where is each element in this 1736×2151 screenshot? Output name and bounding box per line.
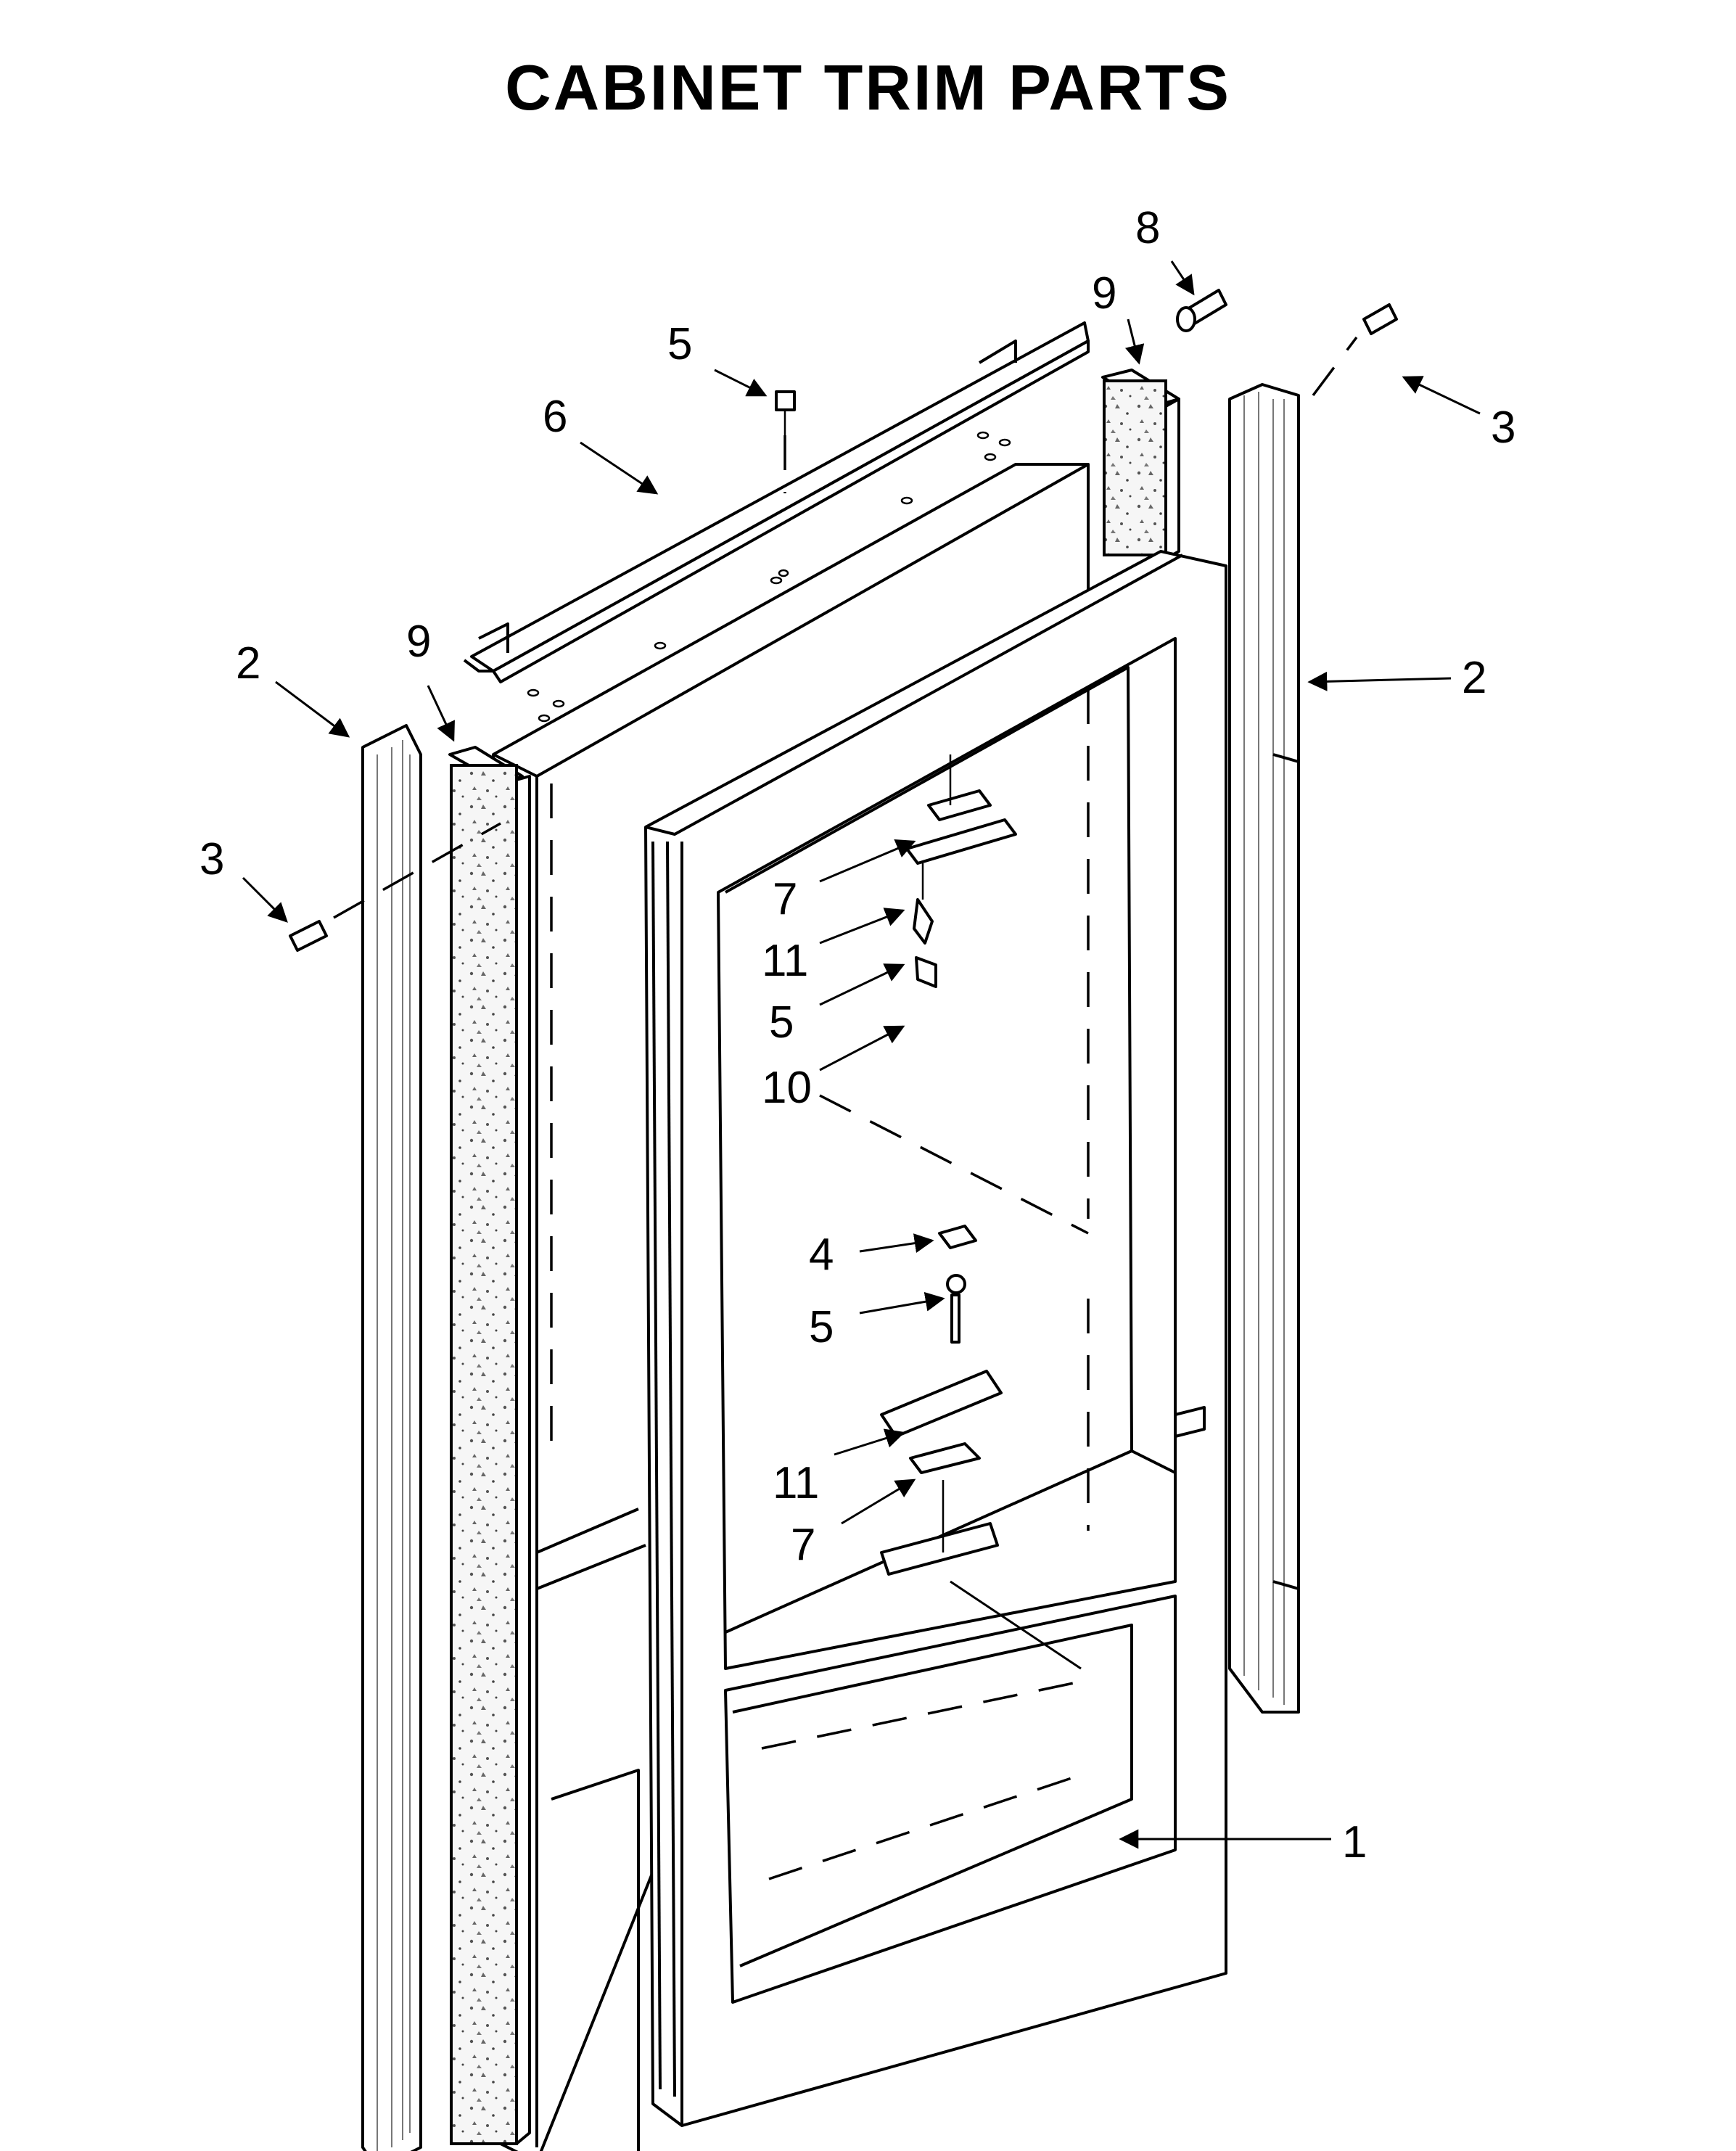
callout-11-lower: 11 [773,1458,819,1508]
upper-hinge-assembly [905,754,1017,988]
callout-2-right: 2 [1462,653,1486,703]
callout-7-upper: 7 [773,874,797,924]
diagram-title: CABINET TRIM PARTS [505,52,1231,123]
right-side-trim [1228,383,1300,1714]
screw-left [289,822,501,952]
callout-5-top: 5 [667,319,692,369]
callout-5-lower: 5 [809,1302,834,1352]
screw-right [1312,303,1398,397]
callout-3-right: 3 [1491,403,1515,453]
callout-7-lower: 7 [791,1520,815,1570]
callout-11-upper: 11 [762,936,808,986]
callout-1: 1 [1342,1817,1367,1867]
right-foam-strip [1101,369,1180,560]
pin-part-8 [1176,289,1227,332]
leader-lines [242,260,1481,1849]
lower-hinge-assembly [880,1225,1003,1576]
callout-8: 8 [1135,203,1160,253]
left-foam-strip [448,746,531,2145]
callout-3-left: 3 [199,834,224,884]
callout-2-left: 2 [236,638,260,688]
door-frame [644,550,1227,2127]
callout-9-top: 9 [1092,268,1116,318]
callout-4: 4 [809,1230,834,1280]
top-channel-trim [463,321,1090,723]
mounting-holes [527,431,1011,723]
callout-9-left: 9 [406,617,431,667]
callout-10: 10 [762,1063,812,1113]
left-side-trim [361,724,422,2151]
callout-5-mid: 5 [769,998,794,1048]
screw-top [775,390,796,493]
callout-labels: 8 9 5 3 6 2 9 2 3 7 11 5 10 4 5 11 7 1 [199,203,1515,1867]
callout-6: 6 [543,392,567,442]
